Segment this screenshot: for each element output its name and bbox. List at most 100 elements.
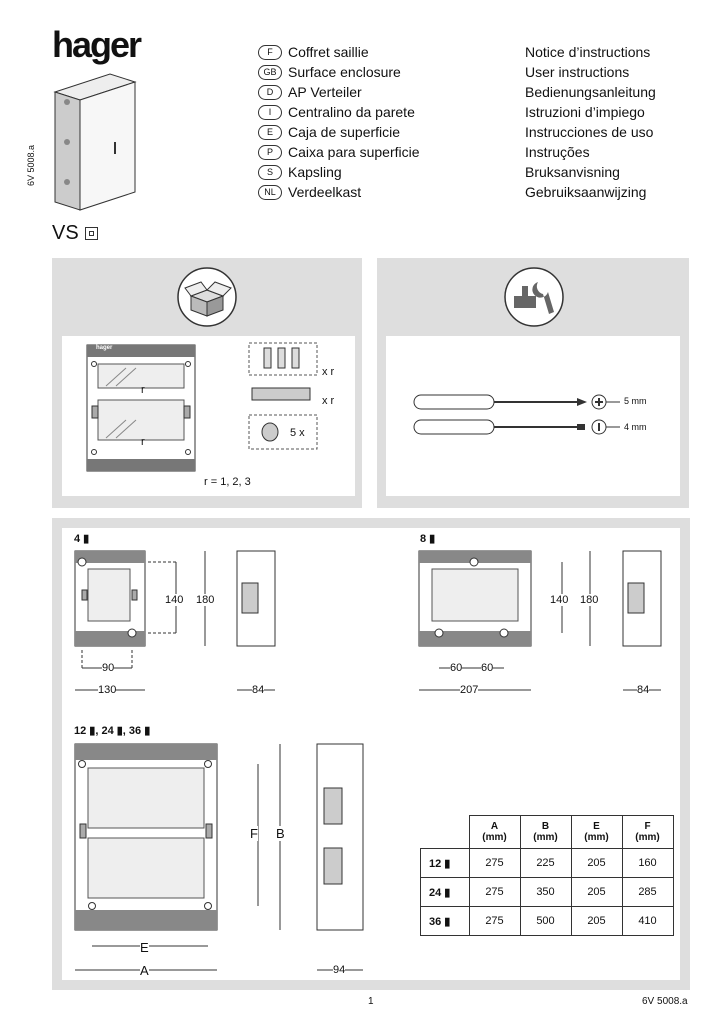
lang-code: E — [258, 124, 282, 140]
size-4-w2: 130 — [98, 684, 117, 696]
cell: 275 — [468, 877, 521, 907]
cell: 205 — [570, 906, 623, 936]
row-label: r — [141, 436, 145, 448]
lang-notice: Gebruiksaanwijzing — [525, 184, 647, 200]
lang-title: Verdeelkast — [288, 184, 362, 200]
row-label-text: 36 — [429, 915, 442, 928]
col-header-A: A(mm) — [468, 815, 521, 849]
size-8-side-view — [622, 550, 662, 691]
lang-notice: Instrucciones de uso — [525, 124, 654, 140]
lang-notice: Instruções — [525, 144, 590, 160]
qty-label: x r — [322, 366, 335, 378]
lang-row: E Caja de superficie — [258, 122, 420, 142]
size-12-A: A — [140, 963, 149, 978]
table-corner — [421, 816, 470, 849]
size-4-side-view — [236, 550, 276, 691]
lang-row: S Kapsling — [258, 162, 420, 182]
brand-logo: hager — [52, 24, 142, 65]
size-12-title: 12 ▮, 24 ▮, 36 ▮ — [74, 725, 151, 737]
size-8-depth: 84 — [637, 684, 650, 696]
col-unit: (mm) — [482, 832, 507, 843]
phillips-size: 5 mm — [624, 396, 647, 406]
lang-notice: Istruzioni d’impiego — [525, 104, 645, 120]
lang-row: I Centralino da parete — [258, 102, 420, 122]
lang-title: AP Verteiler — [288, 84, 362, 100]
lang-code: NL — [258, 184, 282, 200]
lang-row: D AP Verteiler — [258, 82, 420, 102]
r-note: r = 1, 2, 3 — [204, 476, 251, 488]
size-4-h2: 180 — [196, 594, 215, 606]
cell: 285 — [621, 877, 674, 907]
table-row: 12 ▮ 275 225 205 160 — [420, 848, 674, 878]
size-4-h1: 140 — [165, 594, 184, 606]
size-12-side-view — [316, 743, 364, 971]
cell: 275 — [468, 848, 521, 878]
size-12-drawing — [74, 743, 281, 971]
col-unit: (mm) — [584, 832, 609, 843]
cell: 410 — [621, 906, 674, 936]
cell: 225 — [519, 848, 572, 878]
size-4-drawing — [74, 550, 206, 691]
cell: 160 — [621, 848, 674, 878]
open-box-icon — [177, 267, 237, 327]
lang-title: Centralino da parete — [288, 104, 415, 120]
enclosure-front-view — [86, 344, 196, 472]
size-8-drawing — [418, 550, 591, 691]
lang-code: D — [258, 84, 282, 100]
lang-code: I — [258, 104, 282, 120]
size-12-depth: 94 — [333, 964, 346, 976]
col-unit: (mm) — [635, 832, 660, 843]
language-notices: Notice d’instructions User instructions … — [525, 42, 656, 202]
dimension-table: A(mm) B(mm) E(mm) F(mm) 12 ▮ 275 225 205… — [420, 815, 674, 936]
model-text: VS — [52, 222, 79, 244]
cell: 205 — [570, 877, 623, 907]
lang-notice: Notice d’instructions — [525, 44, 651, 60]
col-header-F: F(mm) — [621, 815, 674, 849]
col-letter: B — [541, 821, 550, 832]
size-4-depth: 84 — [252, 684, 265, 696]
row-label: r — [141, 384, 145, 396]
side-product-code: 6V 5008.a — [26, 144, 36, 186]
lang-code: S — [258, 164, 282, 180]
table-header-row: A(mm) B(mm) E(mm) F(mm) — [421, 815, 674, 849]
size-12-E: E — [140, 940, 149, 955]
tools-inner — [386, 336, 680, 496]
tools-icon — [504, 267, 564, 327]
lang-code: F — [258, 44, 282, 60]
cell: 350 — [519, 877, 572, 907]
screwdrivers-illustration — [413, 394, 620, 435]
col-letter: A — [490, 821, 499, 832]
flat-size: 4 mm — [624, 422, 647, 432]
box-brand-label: hager — [96, 345, 113, 351]
size-8-w1b: 60 — [481, 662, 494, 674]
cell: 275 — [468, 906, 521, 936]
col-unit: (mm) — [533, 832, 558, 843]
table-row: 36 ▮ 275 500 205 410 — [420, 906, 674, 936]
row-label: 36 ▮ — [420, 906, 470, 936]
col-header-B: B(mm) — [519, 815, 572, 849]
footer-code: 6V 5008.a — [642, 996, 688, 1007]
lang-row: NL Verdeelkast — [258, 182, 420, 202]
size-8-w1: 60 — [450, 662, 463, 674]
cell: 205 — [570, 848, 623, 878]
lang-title: Caja de superficie — [288, 124, 401, 140]
row-label: 24 ▮ — [420, 877, 470, 907]
qty-label: x r — [322, 395, 335, 407]
size-8-title-text: 8 — [420, 533, 427, 545]
col-header-E: E(mm) — [570, 815, 623, 849]
size-12-title-text: 12 ▮, 24 ▮, 36 — [74, 725, 142, 737]
cell: 500 — [519, 906, 572, 936]
size-12-B: B — [276, 826, 285, 841]
lang-title: Kapsling — [288, 164, 342, 180]
lang-code: P — [258, 144, 282, 160]
page-number: 1 — [368, 996, 374, 1007]
qty-label: 5 x — [290, 427, 305, 439]
size-8-title: 8 ▮ — [420, 533, 436, 545]
size-8-w2: 207 — [460, 684, 479, 696]
accessories-illustration — [248, 342, 318, 450]
row-label: 12 ▮ — [420, 848, 470, 878]
size-4-title-text: 4 — [74, 533, 81, 545]
